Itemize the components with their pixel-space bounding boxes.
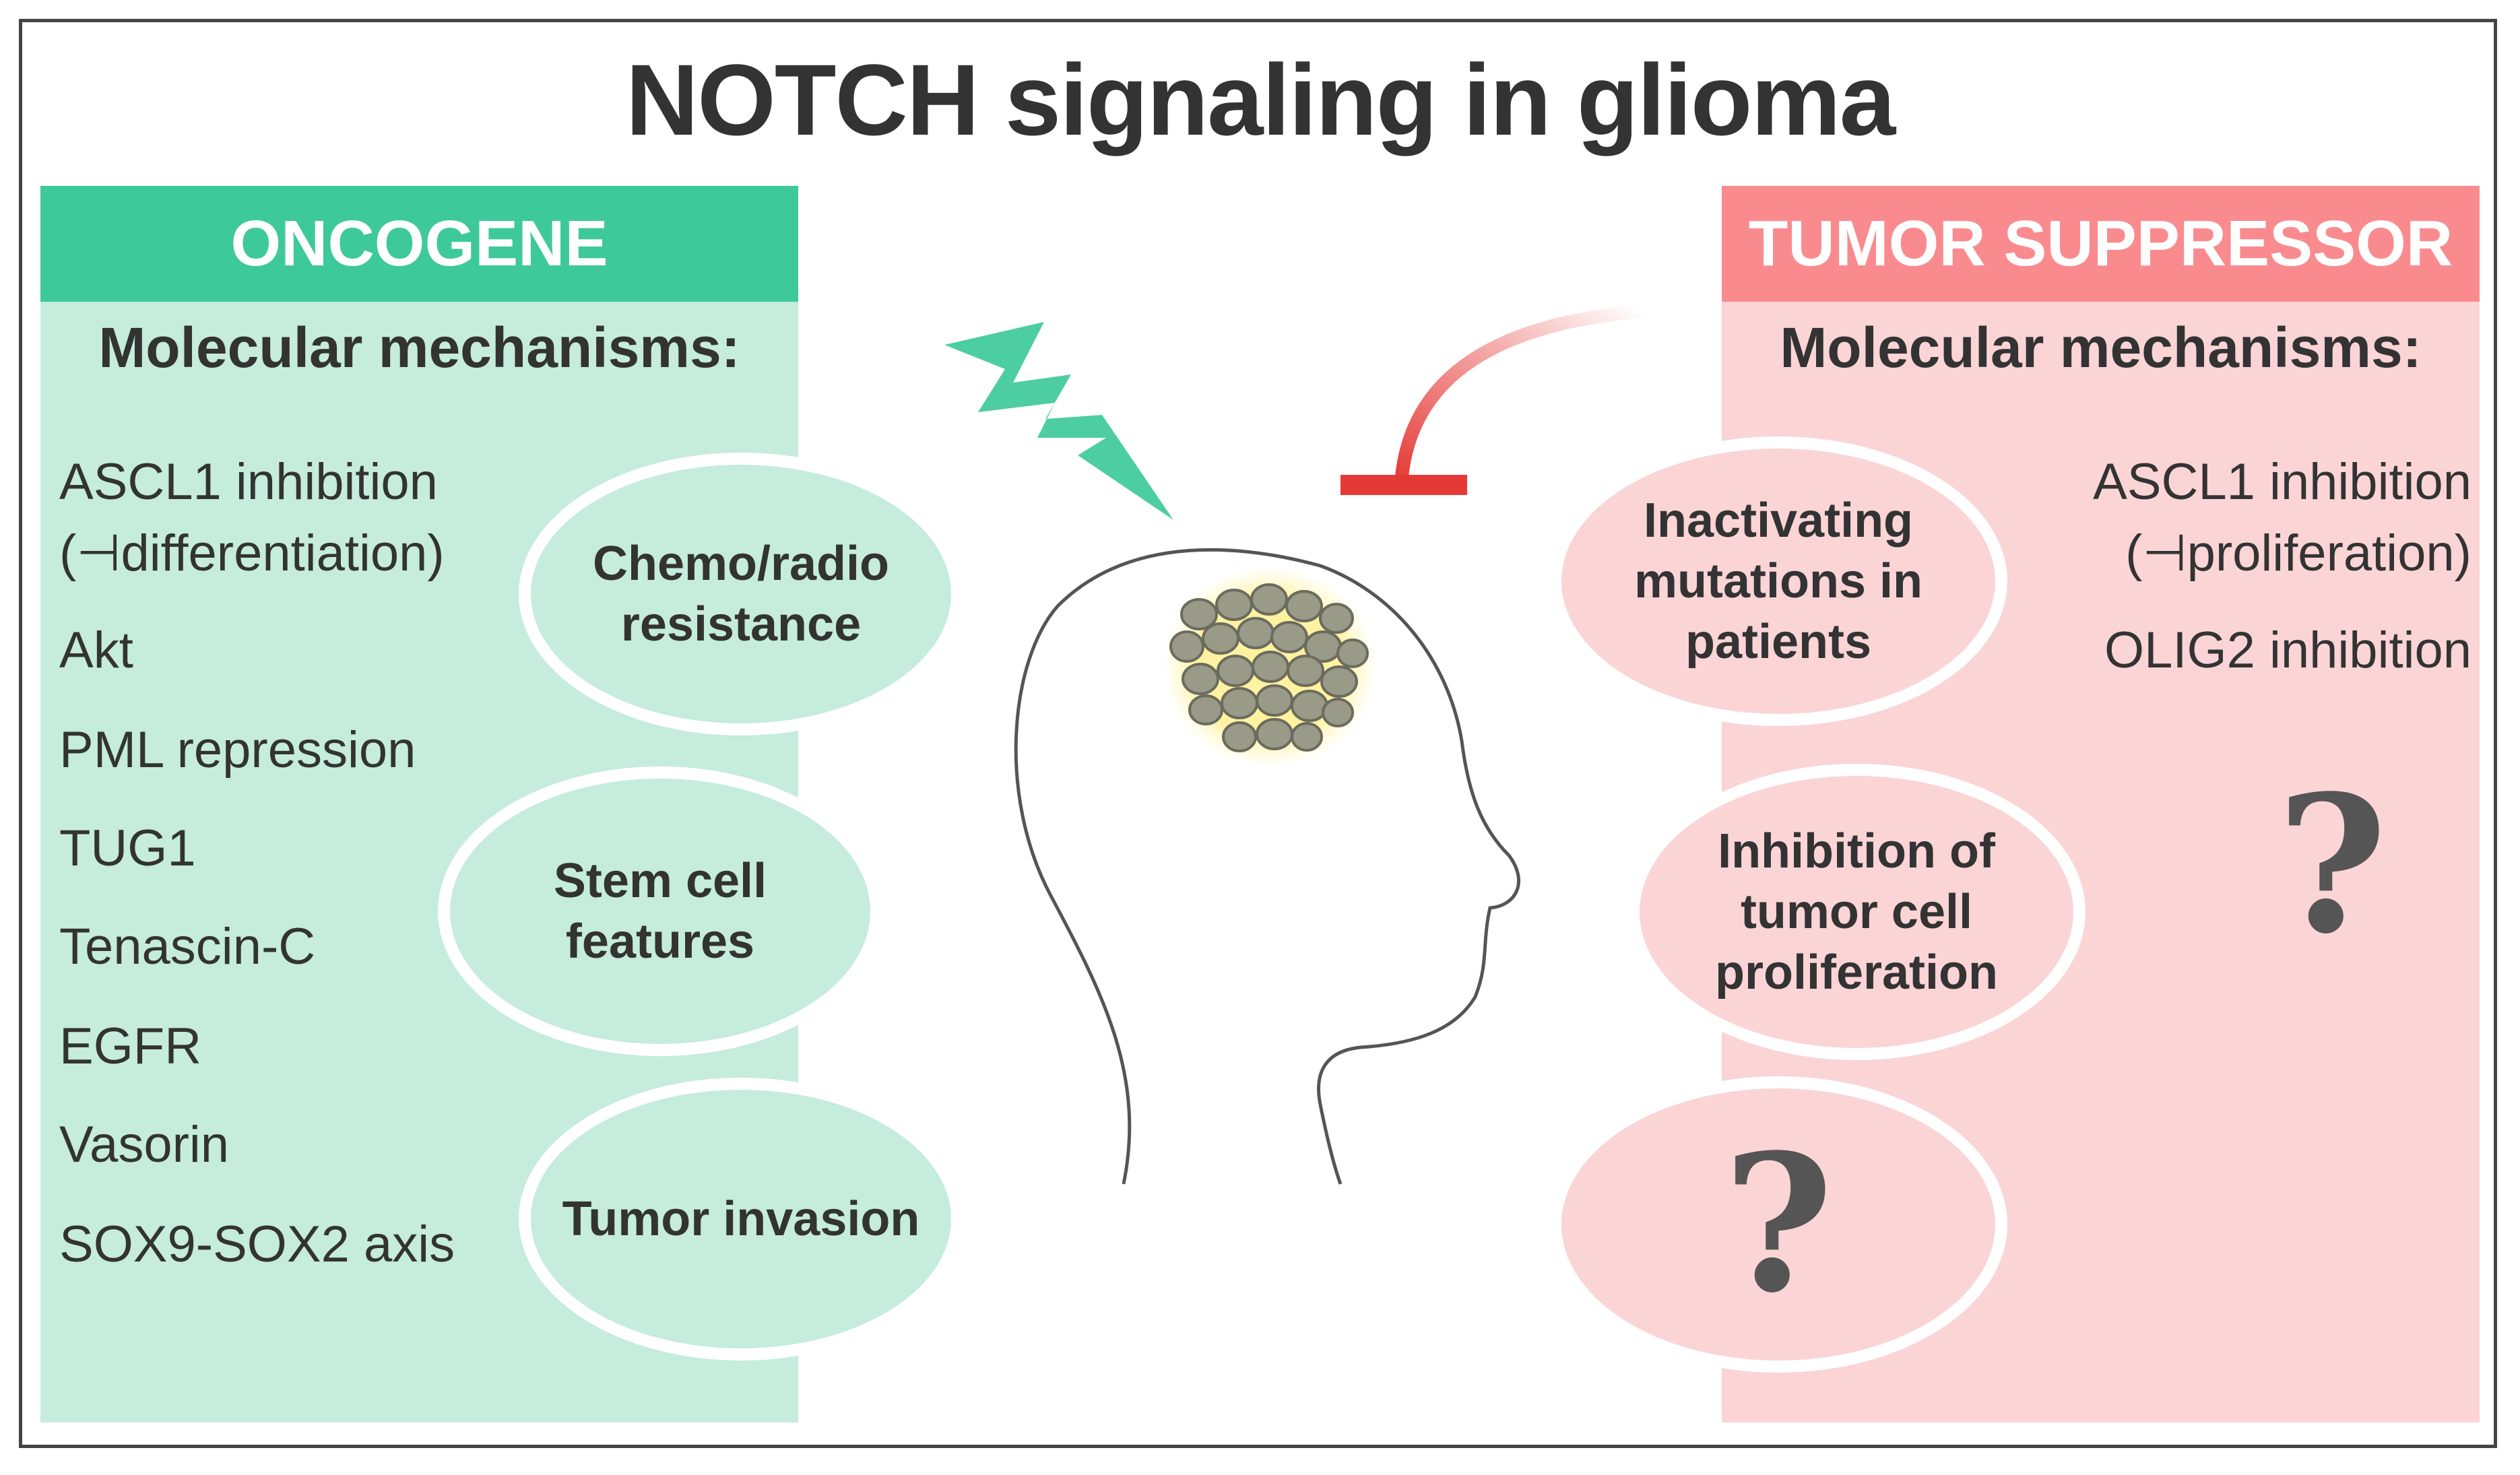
effect-label: Stem cell features (553, 854, 767, 969)
inactivating-mutations-oval: Inactivating mutations in patients (1549, 436, 2007, 726)
lightning-bolt-icon (944, 322, 1173, 520)
head-outline-icon (1014, 548, 1521, 1185)
oncogene-header: ONCOGENE (40, 186, 798, 302)
oncogene-item: Vasorin (59, 1116, 230, 1173)
oncogene-item: PML repression (59, 721, 416, 779)
stem-cell-features-oval: Stem cell features (438, 766, 882, 1056)
unknown-effect-question-mark: ? (1722, 1113, 1834, 1335)
inhibition-arrow-icon (1340, 304, 1650, 495)
effect-label: Chemo/radio resistance (592, 537, 890, 651)
figure-title: NOTCH signaling in glioma (625, 43, 1896, 156)
effect-label: Tumor invasion (562, 1192, 920, 1246)
suppressor-mechanisms-title: Molecular mechanisms: (1780, 316, 2422, 379)
suppressor-item: ASCL1 inhibition (2093, 453, 2471, 511)
oncogene-item: EGFR (59, 1018, 202, 1075)
suppressor-item: (⊣proliferation) (2125, 525, 2471, 582)
suppressor-item: OLIG2 inhibition (2104, 622, 2471, 679)
tumor-cells-icon (1162, 566, 1378, 768)
effect-label: Inhibition of tumor cell proliferation (1714, 824, 1998, 999)
tumor-invasion-oval: Tumor invasion (519, 1078, 963, 1361)
oncogene-item: SOX9-SOX2 axis (59, 1216, 455, 1273)
oncogene-item: ASCL1 inhibition (59, 453, 438, 511)
oncogene-item: Tenascin-C (59, 918, 316, 975)
tumor-suppressor-header: TUMOR SUPPRESSOR (1722, 186, 2480, 302)
oncogene-mechanisms-title: Molecular mechanisms: (98, 316, 740, 379)
oncogene-item: TUG1 (59, 820, 196, 877)
effect-label: Inactivating mutations in patients (1634, 494, 1923, 669)
unknown-mechanism-question-mark: ? (2277, 754, 2388, 976)
oncogene-item: Akt (59, 622, 133, 679)
oncogene-item: (⊣differentiation) (59, 525, 445, 582)
